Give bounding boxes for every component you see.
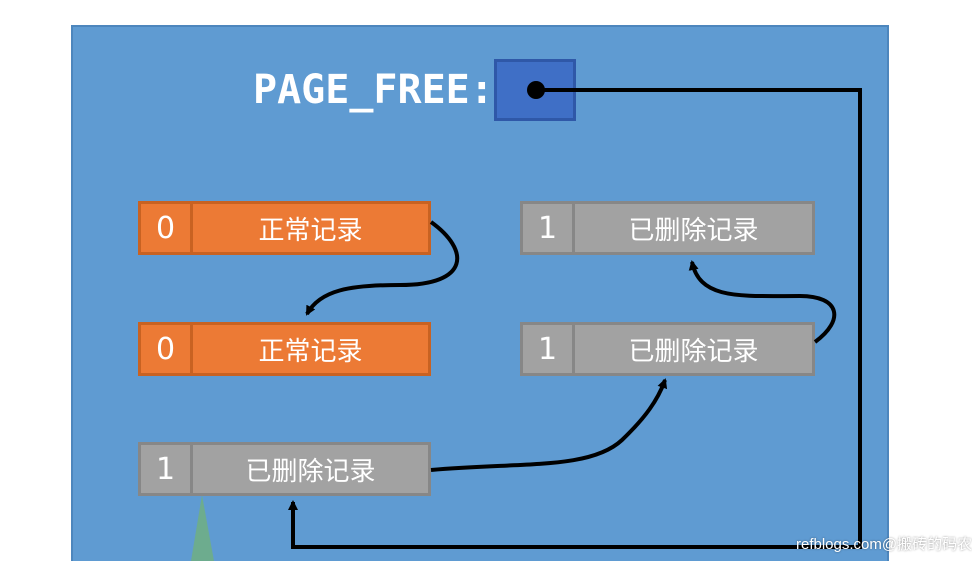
normal-record-2: 0 正常记录 (138, 322, 431, 376)
record-label: 已删除记录 (575, 204, 812, 252)
record-label: 已删除记录 (193, 445, 428, 493)
record-label: 正常记录 (193, 204, 428, 252)
record-deleted-flag: 0 (141, 325, 193, 373)
page-free-label: PAGE_FREE: (253, 67, 494, 113)
watermark: refblogs.com@搬砖的码农 (796, 536, 972, 553)
page-free-pointer-box (494, 59, 576, 121)
deleted-record-2: 1 已删除记录 (520, 322, 815, 376)
deleted-record-1: 1 已删除记录 (138, 442, 431, 496)
record-deleted-flag: 1 (523, 204, 575, 252)
deleted-record-3: 1 已删除记录 (520, 201, 815, 255)
record-deleted-flag: 1 (523, 325, 575, 373)
record-deleted-flag: 1 (141, 445, 193, 493)
normal-record-1: 0 正常记录 (138, 201, 431, 255)
record-label: 已删除记录 (575, 325, 812, 373)
record-deleted-flag: 0 (141, 204, 193, 252)
record-label: 正常记录 (193, 325, 428, 373)
